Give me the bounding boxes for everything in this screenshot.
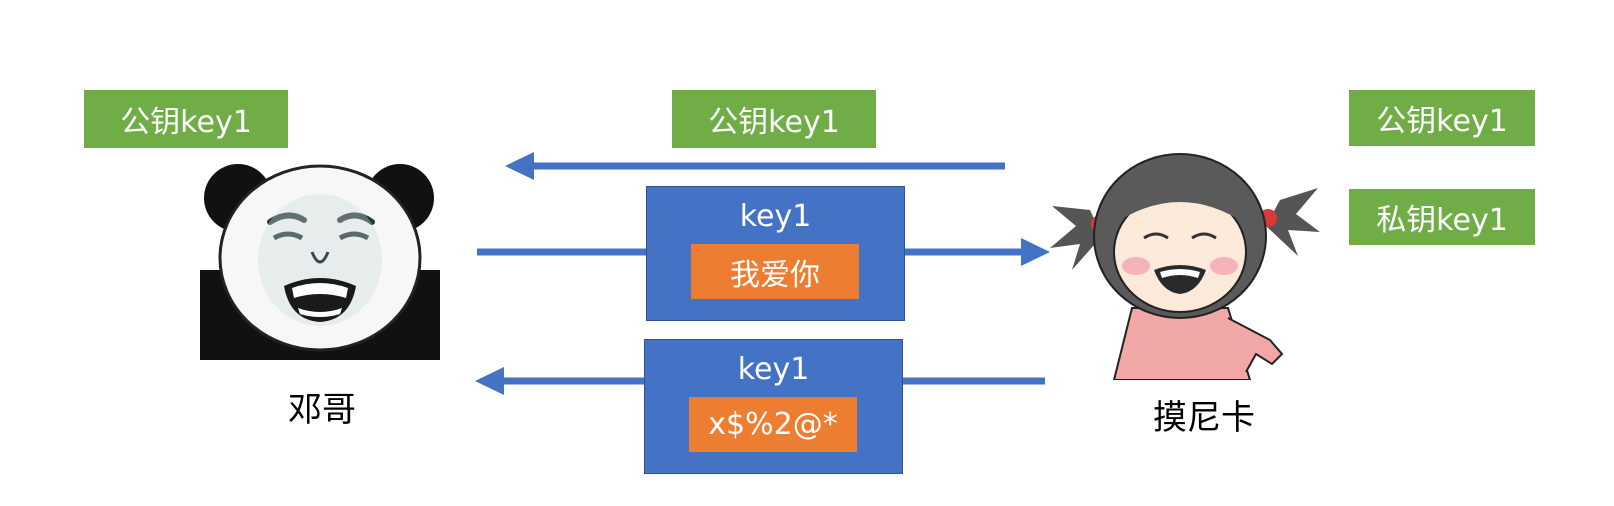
message-key-label-1: key1 <box>739 199 812 234</box>
message-key-label-2: key1 <box>737 352 810 387</box>
right-person-name: 摸尼卡 <box>1153 398 1255 438</box>
left-public-key-tag: 公钥key1 <box>84 90 288 148</box>
panda-avatar <box>200 164 440 360</box>
middle-public-key-tag: 公钥key1 <box>672 90 876 148</box>
message-content-2: x$%2@* <box>689 397 857 452</box>
girl-avatar <box>1050 153 1320 380</box>
encrypted-message-box-2: key1 x$%2@* <box>644 339 903 474</box>
arrow-left-top <box>505 152 1005 180</box>
right-private-key-tag: 私钥key1 <box>1349 189 1535 245</box>
message-content-1: 我爱你 <box>691 244 859 299</box>
left-person-name: 邓哥 <box>288 390 356 430</box>
right-public-key-tag: 公钥key1 <box>1349 90 1535 146</box>
encrypted-message-box-1: key1 我爱你 <box>646 186 905 321</box>
